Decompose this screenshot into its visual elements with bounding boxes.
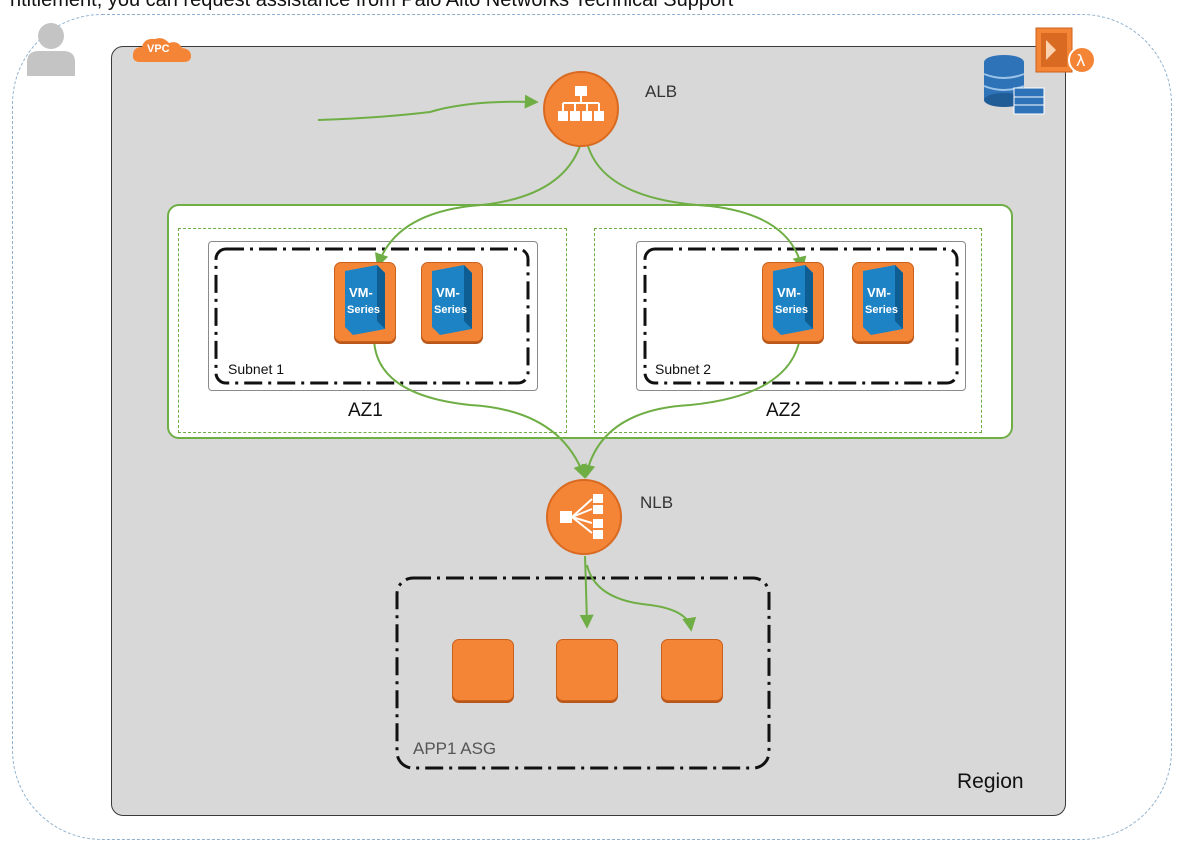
nlb-icon	[560, 494, 603, 539]
vm-series-az2-b: VM- Series	[852, 262, 914, 342]
dynamodb-icon	[983, 55, 1045, 115]
vm-series-line2: Series	[347, 304, 380, 316]
vm-series-line1: VM-	[867, 285, 891, 300]
alb-label: ALB	[645, 82, 678, 101]
vm-series-line2: Series	[775, 304, 808, 316]
svg-text:λ: λ	[1076, 51, 1085, 70]
subnet-2-group-boundary	[643, 247, 959, 385]
region-boundary	[12, 14, 1172, 840]
vm-series-az1-b: VM- Series	[421, 262, 483, 342]
lambda-icon: λ	[1035, 27, 1096, 74]
nlb-node	[546, 479, 622, 555]
subnet-2-label: Subnet 2	[655, 361, 712, 377]
ingress-arrow	[317, 94, 539, 121]
ec2-instance-3	[661, 639, 723, 701]
vm-series-az1-a: VM- Series	[334, 262, 396, 342]
alb-node	[543, 71, 619, 147]
vpc-cloud-icon	[132, 38, 191, 62]
region-label: Region	[957, 770, 1024, 793]
az1-box	[178, 228, 567, 433]
vm-series-line2: Series	[865, 304, 898, 316]
alb-icon	[558, 86, 604, 121]
vm-series-icon: VM- Series	[773, 265, 813, 335]
page-caption: ntitlement, you can request assistance f…	[10, 0, 734, 11]
user-icon	[27, 23, 75, 76]
vm-series-line1: VM-	[349, 285, 373, 300]
vm-series-icon: VM- Series	[345, 265, 385, 335]
vpc-badge: VPC	[132, 36, 192, 64]
subnet-1-label: Subnet 1	[228, 361, 285, 377]
vm-series-line2: Series	[434, 304, 467, 316]
az2-box	[594, 228, 982, 433]
app-asg-label: APP1 ASG	[413, 739, 497, 758]
alb-to-az1-arrow	[374, 145, 581, 268]
vm-series-az2-a: VM- Series	[762, 262, 824, 342]
vm-series-line1: VM-	[777, 285, 801, 300]
app-asg-boundary	[395, 576, 771, 770]
ec2-instance-1	[452, 639, 514, 701]
az1-label: AZ1	[348, 400, 383, 421]
vpc-badge-label: VPC	[147, 43, 170, 55]
subnet-1-group-boundary	[214, 247, 530, 385]
vm-series-line1: VM-	[436, 285, 460, 300]
nlb-to-app-3-arrow	[586, 564, 697, 632]
vm-series-icon: VM- Series	[432, 265, 472, 335]
az1-to-nlb-arrow	[373, 337, 587, 479]
nlb-to-app-2-arrow	[579, 555, 594, 629]
az2-to-nlb-arrow	[581, 337, 801, 479]
nlb-label: NLB	[640, 493, 674, 512]
az2-label: AZ2	[766, 400, 801, 421]
alb-to-az2-arrow	[587, 145, 807, 271]
ec2-instance-2	[556, 639, 618, 701]
vm-series-icon: VM- Series	[863, 265, 903, 335]
